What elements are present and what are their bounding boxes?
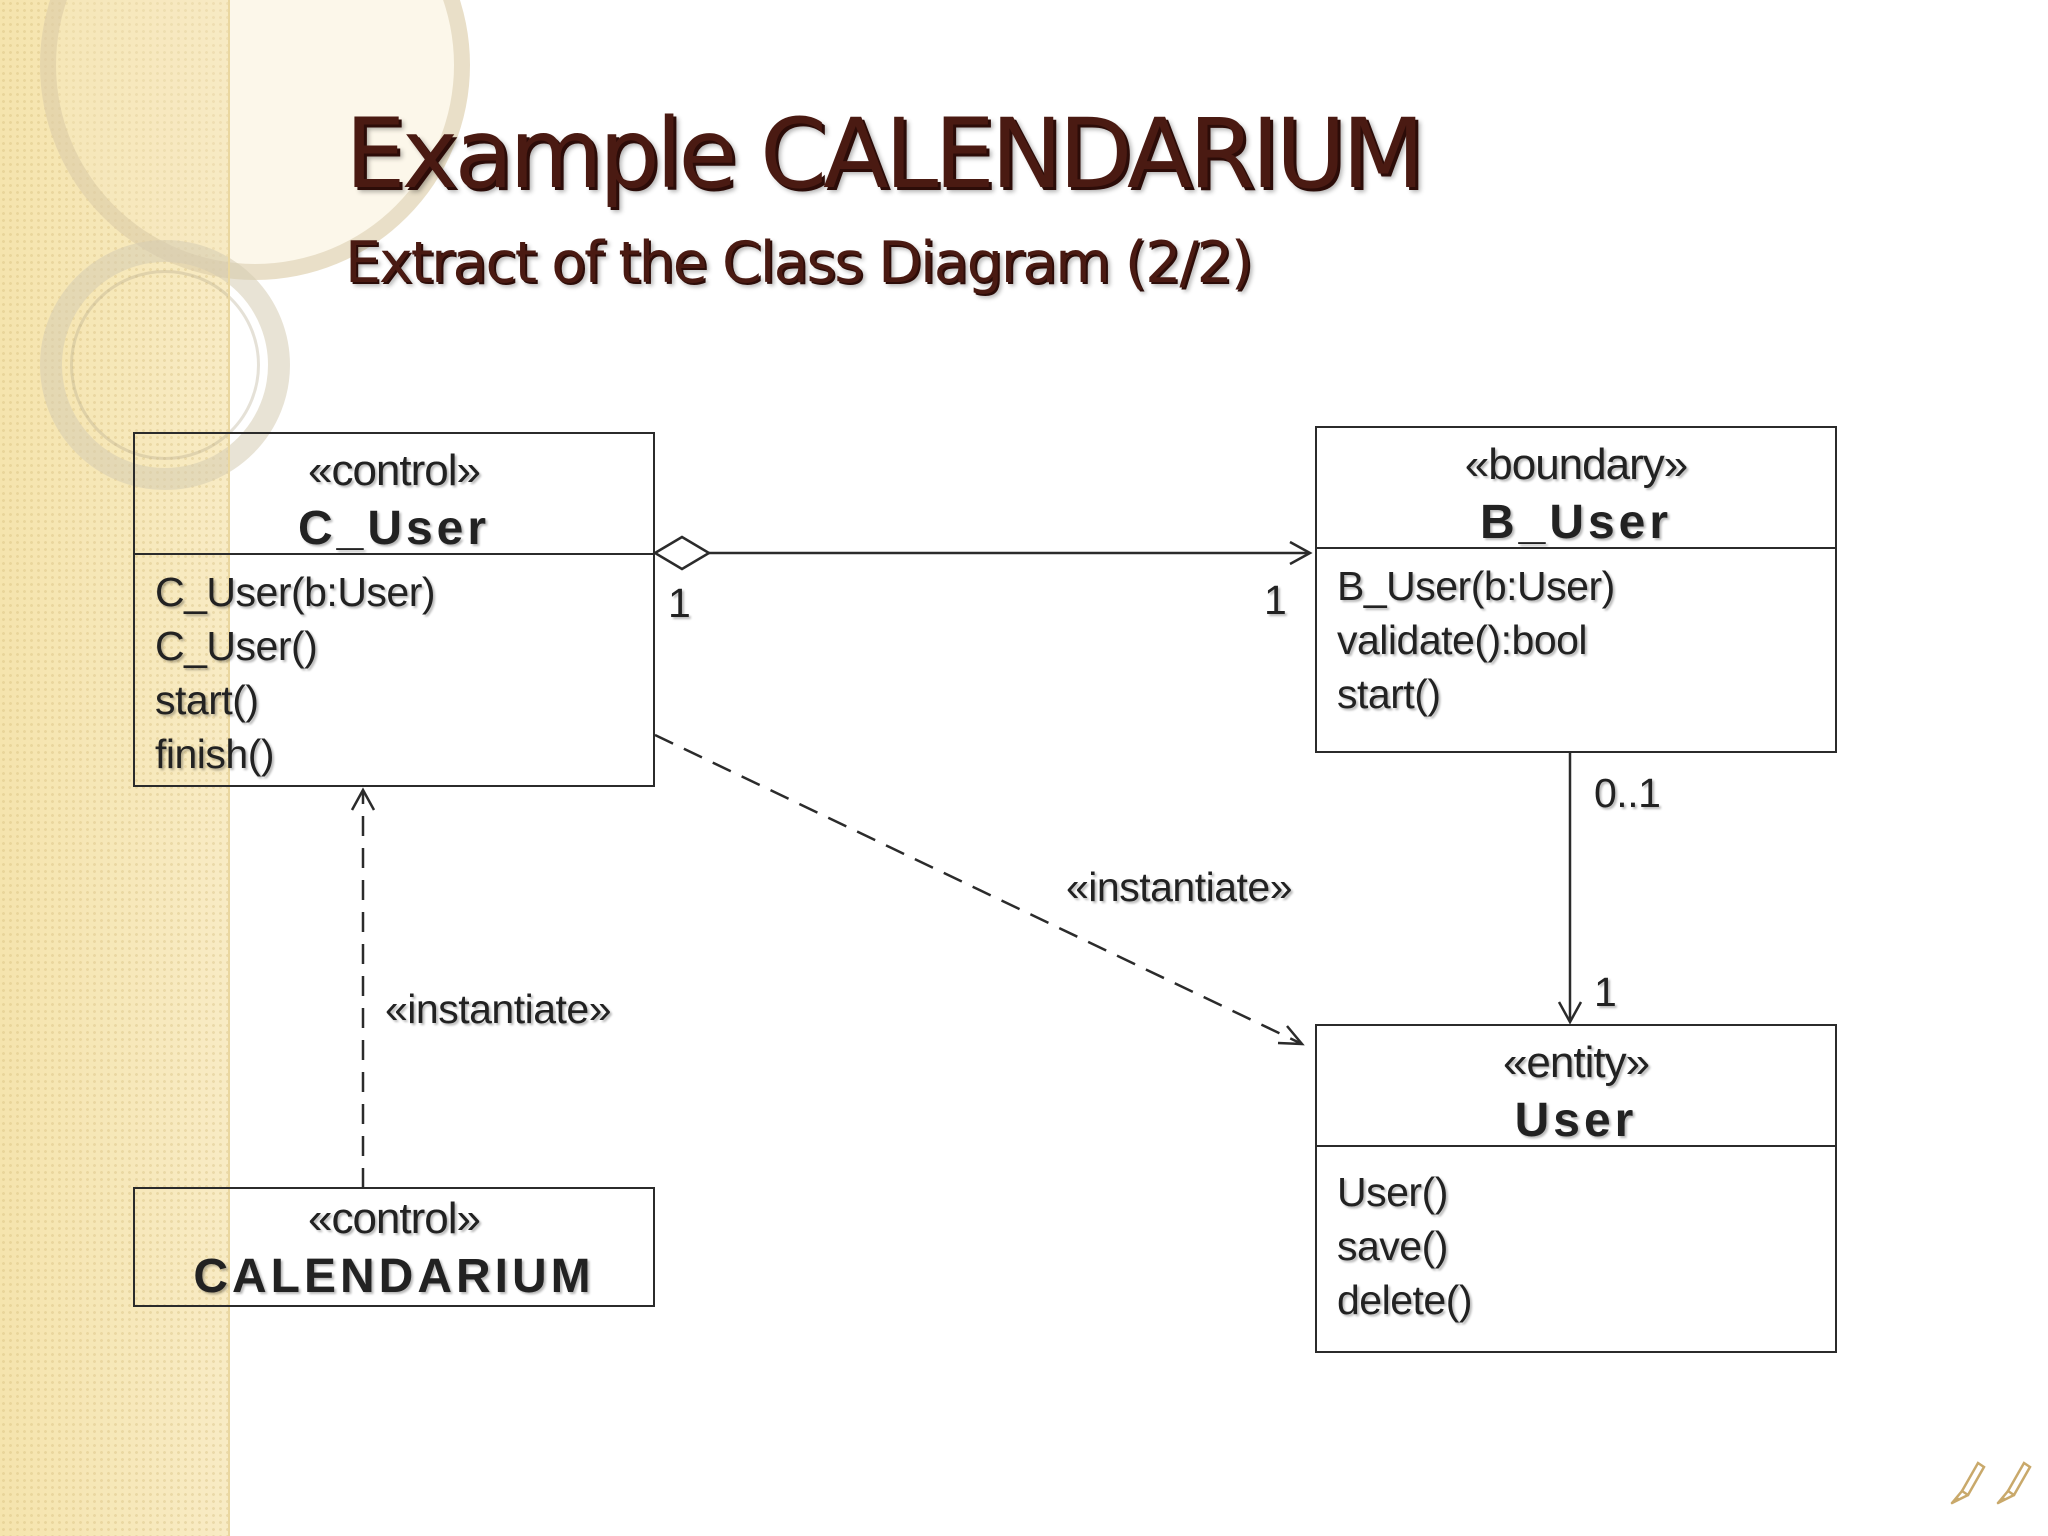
- class-calendarium: «control» CALENDARIUM: [133, 1187, 655, 1307]
- class-c-user-stereotype: «control»: [307, 446, 481, 495]
- operation: validate():bool: [1337, 617, 1588, 663]
- class-b-user: «boundary» B_User B_User(b:User) validat…: [1315, 426, 1837, 753]
- operation: delete(): [1337, 1277, 1473, 1323]
- class-b-user-header: «boundary» B_User: [1317, 428, 1835, 549]
- class-c-user-operations: C_User(b:User) C_User() start() finish(): [135, 555, 653, 781]
- operation: B_User(b:User): [1337, 563, 1615, 609]
- association-multiplicity-source: 0..1: [1594, 770, 1661, 816]
- class-user-stereotype: «entity»: [1502, 1038, 1650, 1087]
- class-c-user-name: C_User: [297, 502, 491, 555]
- aggregation-arrowhead: [1289, 540, 1313, 566]
- instantiate-user-dashed-line: [654, 733, 1303, 1046]
- instantiate-user-arrowhead: [1277, 1025, 1305, 1046]
- pen-nib-icon: [1996, 1461, 2032, 1505]
- class-user-header: «entity» User: [1317, 1026, 1835, 1147]
- aggregation-multiplicity-target: 1: [1264, 577, 1287, 623]
- aggregation-diamond: [652, 535, 712, 571]
- operation: C_User(): [155, 623, 318, 669]
- instantiate-c-user-arrowhead: [350, 787, 376, 811]
- association-multiplicity-target: 1: [1594, 969, 1617, 1015]
- operation: save(): [1337, 1223, 1448, 1269]
- class-user-name: User: [1514, 1094, 1638, 1147]
- sidebar-edge: [228, 0, 230, 1536]
- operation: finish(): [155, 731, 275, 777]
- class-c-user: «control» C_User C_User(b:User) C_User()…: [133, 432, 655, 787]
- class-calendarium-stereotype: «control»: [307, 1194, 481, 1243]
- class-calendarium-header: «control» CALENDARIUM: [135, 1189, 653, 1306]
- decorative-sidebar: [0, 0, 470, 1536]
- class-c-user-header: «control» C_User: [135, 434, 653, 555]
- class-calendarium-name: CALENDARIUM: [193, 1250, 595, 1303]
- slide-subtitle: Extract of the Class Diagram (2/2): [345, 230, 1253, 296]
- class-b-user-stereotype: «boundary»: [1464, 440, 1688, 489]
- decorative-ring-inner: [70, 270, 260, 460]
- decorative-icons: [1950, 1461, 2032, 1505]
- operation: User(): [1337, 1169, 1448, 1215]
- operation: start(): [155, 677, 259, 723]
- instantiate-user-label: «instantiate»: [1066, 864, 1293, 910]
- operation: start(): [1337, 671, 1441, 717]
- association-arrowhead: [1557, 1001, 1583, 1025]
- class-b-user-name: B_User: [1479, 496, 1673, 549]
- pen-nib-icon: [1950, 1461, 1986, 1505]
- class-b-user-operations: B_User(b:User) validate():bool start(): [1317, 549, 1835, 721]
- operation: C_User(b:User): [155, 569, 436, 615]
- slide-title: Example CALENDARIUM: [345, 98, 1425, 210]
- class-user: «entity» User User() save() delete(): [1315, 1024, 1837, 1353]
- aggregation-multiplicity-source: 1: [668, 580, 691, 626]
- class-user-operations: User() save() delete(): [1317, 1147, 1835, 1327]
- instantiate-c-user-label: «instantiate»: [385, 986, 612, 1032]
